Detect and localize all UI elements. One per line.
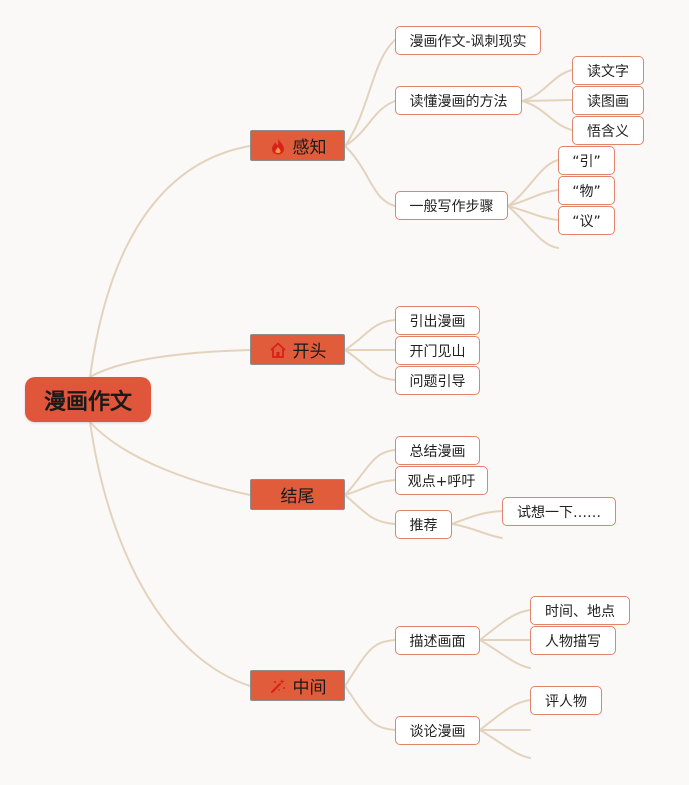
branch-kaitou-label: 开头 [292,342,327,362]
node-read-text[interactable]: 读文字 [572,56,644,85]
node-time-place-label: 时间、地点 [545,603,615,620]
house-icon [269,341,287,359]
branch-ganzhi-label: 感知 [292,138,327,158]
root-topic[interactable]: 漫画作文 [25,377,151,422]
node-view-appeal[interactable]: 观点+呼吁 [395,466,488,495]
node-discuss-comic[interactable]: 谈论漫画 [395,716,480,745]
node-read-text-label: 读文字 [587,63,629,80]
node-recommend-label: 推荐 [409,517,438,534]
magic-wand-icon [269,677,287,695]
node-evaluate-character-label: 评人物 [545,693,587,710]
node-discuss-comic-label: 谈论漫画 [409,723,466,740]
flame-icon [269,137,287,155]
node-summarize-comic-label: 总结漫画 [409,443,466,460]
root-topic-label: 漫画作文 [43,389,132,415]
node-step-yin-label: “引” [572,153,601,170]
node-writing-steps-label: 一般写作步骤 [409,198,494,215]
node-satire-label: 漫画作文-讽刺现实 [409,33,527,50]
node-describe-picture-label: 描述画面 [409,633,466,650]
node-introduce-comic[interactable]: 引出漫画 [395,306,480,335]
branch-jiewei-label: 结尾 [280,487,315,507]
node-read-picture[interactable]: 读图画 [572,86,644,115]
node-satire[interactable]: 漫画作文-讽刺现实 [395,26,541,55]
node-understand-meaning[interactable]: 悟含义 [572,116,644,145]
branch-zhongjian-label: 中间 [292,678,327,698]
node-step-wu-label: “物” [572,183,601,200]
node-recommend[interactable]: 推荐 [395,510,452,539]
branch-ganzhi[interactable]: 感知 [250,130,345,161]
node-step-yi[interactable]: “议” [558,206,615,235]
node-straight-to-point-label: 开门见山 [409,343,466,360]
node-step-yin[interactable]: “引” [558,146,615,175]
node-introduce-comic-label: 引出漫画 [409,313,466,330]
branch-kaitou[interactable]: 开头 [250,334,345,365]
node-reading-method[interactable]: 读懂漫画的方法 [395,86,522,115]
node-view-appeal-label: 观点+呼吁 [407,473,476,490]
node-character-description-label: 人物描写 [545,633,601,650]
node-evaluate-character[interactable]: 评人物 [530,686,602,715]
node-imagine[interactable]: 试想一下…… [502,497,616,526]
node-step-yi-label: “议” [572,213,601,230]
node-straight-to-point[interactable]: 开门见山 [395,336,480,365]
node-question-lead-label: 问题引导 [409,373,466,390]
branch-zhongjian[interactable]: 中间 [250,670,345,701]
node-step-wu[interactable]: “物” [558,176,615,205]
node-time-place[interactable]: 时间、地点 [530,596,630,625]
node-describe-picture[interactable]: 描述画面 [395,626,480,655]
node-question-lead[interactable]: 问题引导 [395,366,480,395]
node-read-picture-label: 读图画 [587,93,629,110]
node-character-description[interactable]: 人物描写 [530,626,616,655]
branch-jiewei[interactable]: 结尾 [250,479,345,510]
node-understand-meaning-label: 悟含义 [587,123,629,140]
node-writing-steps[interactable]: 一般写作步骤 [395,191,508,220]
node-imagine-label: 试想一下…… [517,504,601,521]
node-reading-method-label: 读懂漫画的方法 [409,93,508,110]
node-summarize-comic[interactable]: 总结漫画 [395,436,480,465]
